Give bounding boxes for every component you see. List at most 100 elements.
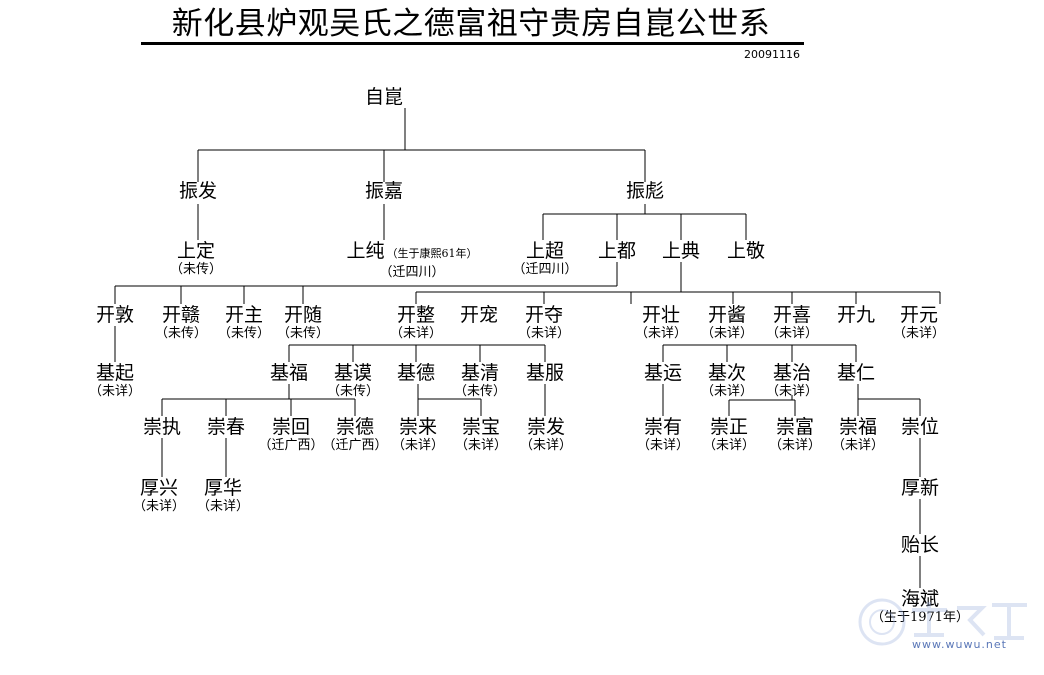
person-node-shangjing: 上敬 — [727, 240, 765, 262]
person-name: 开宠 — [459, 304, 499, 326]
person-name: 开整 — [396, 304, 436, 326]
person-status-note: （未详） — [768, 438, 822, 453]
person-status-note: （未传） — [276, 326, 330, 341]
person-name: 上典 — [661, 240, 701, 262]
person-node-jici: 基次（未详） — [701, 362, 753, 400]
person-node-kaiduo: 开夺（未详） — [518, 304, 570, 342]
person-node-jifu: 基福 — [270, 362, 308, 384]
person-node-houhua: 厚华（未详） — [197, 477, 249, 515]
watermark-text: www.wuwu.net — [912, 638, 1007, 651]
person-status-note: （未详） — [700, 326, 754, 341]
person-node-kaichong: 开宠 — [460, 304, 498, 326]
person-status-note: （迁四川） — [379, 265, 445, 280]
person-name: 基德 — [396, 362, 436, 384]
person-node-kaizheng: 开整（未详） — [390, 304, 442, 342]
person-node-jimo: 基谟（未传） — [327, 362, 379, 400]
person-name: 开酱 — [707, 304, 747, 326]
person-name: 上超 — [525, 240, 565, 262]
person-name: 崇回 — [271, 416, 311, 438]
person-node-chonghui: 崇回（迁广西） — [258, 416, 323, 454]
person-status-note: （未详） — [892, 326, 946, 341]
person-name: 基福 — [269, 362, 309, 384]
person-status-note: （迁广西） — [258, 438, 324, 453]
person-status-note: （未详） — [519, 438, 573, 453]
person-name: 开九 — [836, 304, 876, 326]
person-node-zhenfa: 振发 — [179, 180, 217, 202]
person-status-note: （未详） — [132, 499, 186, 514]
person-status-note: （未详） — [389, 326, 443, 341]
person-status-note: （未传） — [453, 384, 507, 399]
person-name: 崇发 — [526, 416, 566, 438]
person-name: 上都 — [597, 240, 637, 262]
person-node-shangdu: 上都 — [598, 240, 636, 262]
person-name: 崇福 — [838, 416, 878, 438]
person-node-zhenjia: 振嘉 — [365, 180, 403, 202]
person-status-note: （未详） — [196, 499, 250, 514]
person-node-jiqing: 基清（未传） — [454, 362, 506, 400]
person-node-chonglai: 崇来（未详） — [392, 416, 444, 454]
person-node-kaigan: 开赣（未传） — [155, 304, 207, 342]
person-name: 厚兴 — [139, 477, 179, 499]
person-node-jiyun: 基运 — [644, 362, 682, 384]
person-name: 厚新 — [900, 477, 940, 499]
title-underline — [141, 42, 804, 45]
person-name: 上纯（生于康熙61年） — [346, 240, 478, 262]
person-node-jifu2: 基服 — [526, 362, 564, 384]
person-name: 开敦 — [95, 304, 135, 326]
person-node-haibin: 海斌（生于1971年） — [871, 588, 969, 626]
person-name: 开元 — [899, 304, 939, 326]
person-name: 崇正 — [709, 416, 749, 438]
person-name: 基谟 — [333, 362, 373, 384]
person-name: 上敬 — [726, 240, 766, 262]
person-name: 崇执 — [142, 416, 182, 438]
person-node-chongbao: 崇宝（未详） — [455, 416, 507, 454]
person-node-chongfu2: 崇福（未详） — [832, 416, 884, 454]
person-node-chongfu: 崇富（未详） — [769, 416, 821, 454]
person-name: 振彪 — [625, 180, 665, 202]
person-status-note: （未详） — [634, 326, 688, 341]
person-node-kaisui: 开随（未传） — [277, 304, 329, 342]
person-status-note: （未详） — [88, 384, 142, 399]
person-status-note: （未详） — [454, 438, 508, 453]
person-node-kaijiang: 开酱（未详） — [701, 304, 753, 342]
person-status-note: （迁广西） — [322, 438, 388, 453]
person-node-zhenbiao: 振彪 — [626, 180, 664, 202]
person-name: 贻长 — [900, 534, 940, 556]
person-name: 开壮 — [641, 304, 681, 326]
person-node-zikun: 自崑 — [365, 86, 403, 108]
person-name: 振发 — [178, 180, 218, 202]
person-name: 崇德 — [335, 416, 375, 438]
person-birth-note: （生于康熙61年） — [386, 247, 478, 260]
person-name: 上定 — [176, 240, 216, 262]
person-name: 崇来 — [398, 416, 438, 438]
person-node-kaijiu: 开九 — [837, 304, 875, 326]
person-name: 基运 — [643, 362, 683, 384]
person-status-note: （未传） — [169, 262, 223, 277]
person-status-note: （生于1971年） — [870, 610, 970, 625]
person-name: 基次 — [707, 362, 747, 384]
person-node-houxing: 厚兴（未详） — [133, 477, 185, 515]
person-name: 崇春 — [206, 416, 246, 438]
person-name: 基治 — [772, 362, 812, 384]
person-status-note: （未传） — [326, 384, 380, 399]
person-node-kaixi: 开喜（未详） — [766, 304, 818, 342]
person-node-kaiyuan: 开元（未详） — [893, 304, 945, 342]
person-node-jiren: 基仁 — [837, 362, 875, 384]
person-name: 开赣 — [161, 304, 201, 326]
person-name: 自崑 — [364, 86, 404, 108]
person-name: 崇富 — [775, 416, 815, 438]
person-name: 振嘉 — [364, 180, 404, 202]
person-name: 厚华 — [203, 477, 243, 499]
person-node-shangchun: 上纯（生于康熙61年） （迁四川） — [346, 240, 477, 281]
person-node-chongwei: 崇位 — [901, 416, 939, 438]
person-node-chongchun: 崇春 — [207, 416, 245, 438]
person-name: 海斌 — [900, 588, 939, 610]
person-name: 崇位 — [900, 416, 940, 438]
person-node-jide: 基德 — [397, 362, 435, 384]
person-name: 开主 — [224, 304, 264, 326]
person-node-chongyou: 崇有（未详） — [637, 416, 689, 454]
person-status-note: （未详） — [765, 326, 819, 341]
person-status-note: （未详） — [636, 438, 690, 453]
